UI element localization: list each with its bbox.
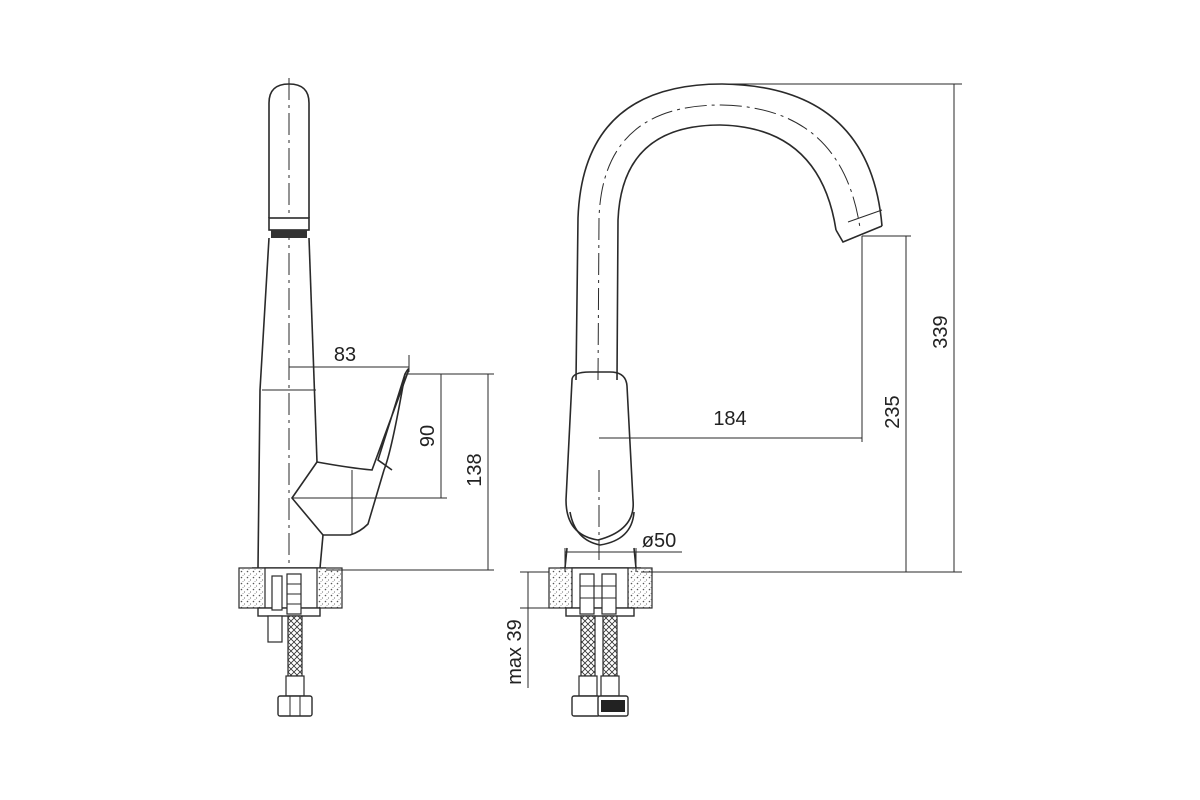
side-body-right-lower [319, 534, 324, 569]
side-braided-hose [287, 615, 303, 677]
dim-label-spout-reach: 184 [713, 408, 746, 430]
dim-label-base-diameter: ø50 [642, 530, 676, 552]
front-braided-hose-right [602, 615, 618, 677]
side-lever-front [323, 373, 406, 536]
side-spout-tip [268, 83, 310, 218]
front-hose-nut-left [571, 695, 601, 717]
front-spout-centerline [597, 104, 861, 381]
front-hose-ferrule-right [600, 675, 620, 697]
side-hose-nut [277, 695, 313, 717]
front-body-base [564, 547, 637, 569]
front-hose-nut-thread-icon [601, 700, 625, 712]
dim-label-spout-outlet-height: 235 [882, 395, 904, 428]
front-mount-nut [565, 607, 635, 617]
dim-label-max-counter-thickness: max 39 [504, 619, 526, 685]
front-hose-ferrule-left [578, 675, 598, 697]
front-body-handle [565, 371, 634, 541]
dim-label-lever-total-height: 138 [464, 453, 486, 486]
front-hose-fitting-right [601, 573, 617, 615]
front-spout-inner [616, 124, 837, 381]
side-lever-upper [316, 368, 410, 471]
side-hose-ferrule [285, 675, 305, 697]
front-hose-fitting-left [579, 573, 595, 615]
dim-label-lever-reach: 83 [334, 344, 356, 366]
side-aerator-mesh-icon [271, 230, 307, 238]
side-body-right-upper [308, 237, 318, 463]
front-spout-outer [575, 83, 883, 381]
dim-label-lever-height: 90 [417, 425, 439, 447]
front-lever-cap [569, 511, 635, 546]
dim-label-overall-height: 339 [930, 315, 952, 348]
side-aerator [268, 217, 310, 231]
side-body-left [257, 237, 270, 569]
front-spout-outlet [835, 225, 883, 244]
side-stud-end [267, 615, 283, 643]
front-view: 184 235 339 ø50 max 39 [504, 83, 962, 717]
side-stud [271, 575, 283, 611]
front-braided-hose-left [580, 615, 596, 677]
side-view: 83 90 138 [238, 78, 494, 717]
